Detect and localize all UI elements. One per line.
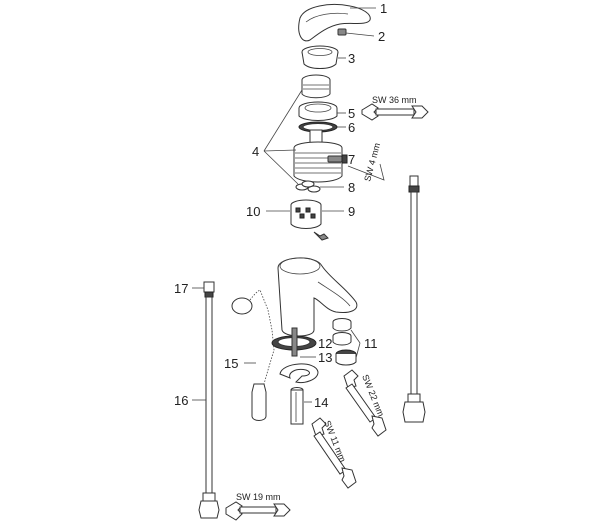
hex-screw <box>327 154 348 164</box>
tool-label-sw19: SW 19 mm <box>236 492 281 502</box>
part-label-4: 4 <box>252 144 259 159</box>
threaded-rod <box>291 327 298 357</box>
part-label-14: 14 <box>314 395 328 410</box>
part-label-17: 17 <box>174 281 188 296</box>
part-labels: 1 2 3 4 5 6 7 8 9 10 11 12 13 14 15 16 1… <box>174 1 387 410</box>
part-label-7: 7 <box>348 152 355 167</box>
part-label-3: 3 <box>348 51 355 66</box>
part-label-12: 12 <box>318 336 332 351</box>
wrench-sw36 <box>361 103 429 121</box>
hex-key-sw4 <box>347 163 385 181</box>
lever-handle <box>298 4 371 42</box>
part-label-16: 16 <box>174 393 188 408</box>
aerator-assembly <box>332 318 357 366</box>
wrench-sw22 <box>343 369 387 437</box>
part-label-6: 6 <box>348 120 355 135</box>
part-label-5: 5 <box>348 106 355 121</box>
threaded-sleeve <box>301 74 331 99</box>
supply-hose-left <box>198 281 220 519</box>
part-label-11: 11 <box>364 336 378 351</box>
horseshoe-washer <box>279 363 319 383</box>
cap-ring <box>301 45 339 69</box>
o-rings <box>295 180 321 193</box>
part-label-2: 2 <box>378 29 385 44</box>
valve-body <box>290 199 329 241</box>
wrench-sw11 <box>311 417 357 489</box>
mounting-stud <box>290 387 304 425</box>
part-label-8: 8 <box>348 180 355 195</box>
popup-chain-plug <box>231 289 275 421</box>
tool-label-sw36: SW 36 mm <box>372 95 417 105</box>
part-label-10: 10 <box>246 204 260 219</box>
tool-label-sw4: SW 4 mm <box>362 142 382 183</box>
cartridge-nut <box>298 101 338 133</box>
part-label-9: 9 <box>348 204 355 219</box>
supply-hose-right <box>402 175 426 423</box>
part-label-1: 1 <box>380 1 387 16</box>
part-label-13: 13 <box>318 350 332 365</box>
grub-screw <box>337 28 347 36</box>
leader-lines <box>192 7 376 403</box>
spout-body <box>277 257 358 337</box>
cartridge <box>293 129 343 183</box>
wrench-sw19 <box>225 501 291 521</box>
part-label-15: 15 <box>224 356 238 371</box>
